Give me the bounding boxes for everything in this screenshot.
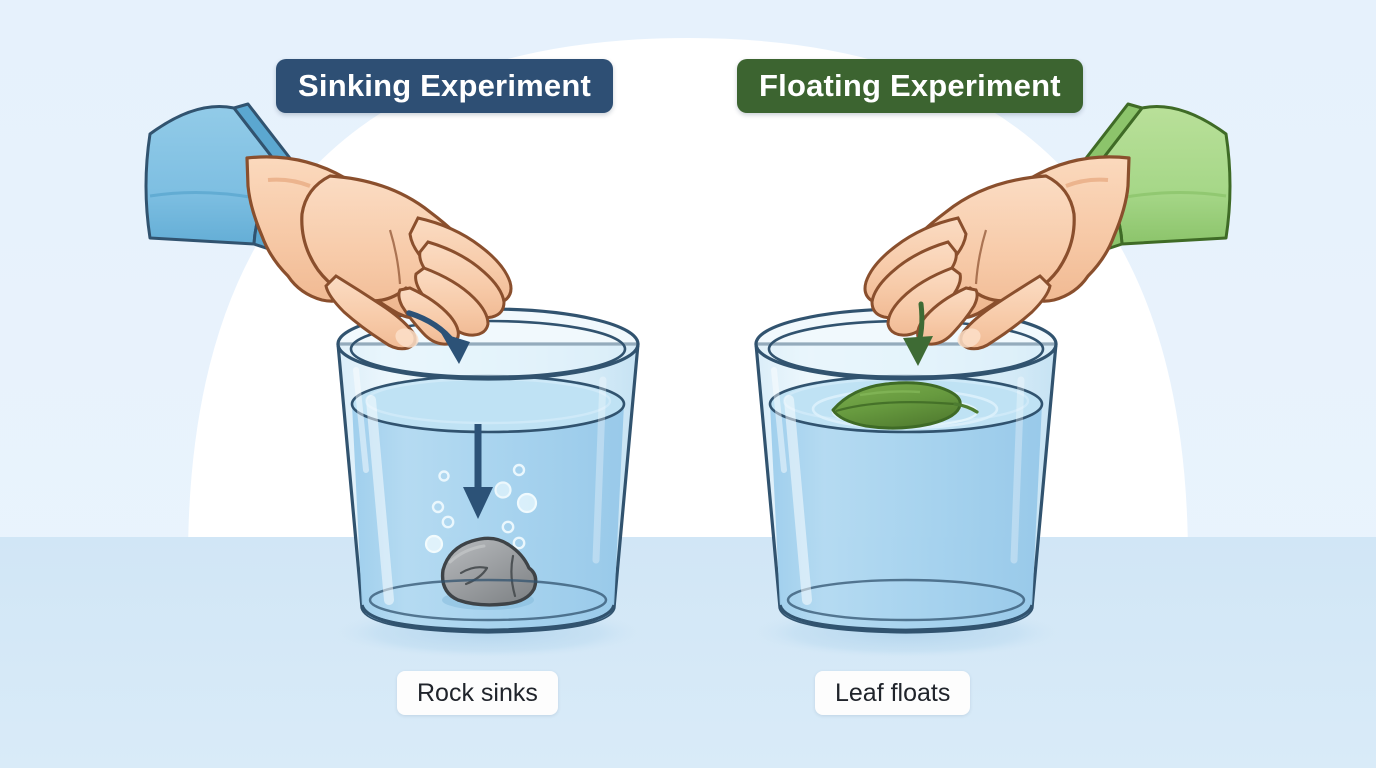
bubbles-left [424,463,538,554]
glass-right [754,307,1058,634]
panel-sinking [144,102,648,659]
caption-leaf-floats: Leaf floats [815,671,971,715]
underwater-arrow-icon [463,424,493,519]
entry-arrow-left-icon [406,310,470,364]
glass-left [336,307,640,634]
caption-leaf-label: Leaf floats [835,678,951,707]
badge-sinking-label: Sinking Experiment [298,68,591,103]
badge-sinking-experiment: Sinking Experiment [276,59,613,113]
caption-rock-sinks: Rock sinks [397,671,558,715]
entry-arrow-right-icon [903,301,933,366]
caption-rock-label: Rock sinks [417,678,538,707]
badge-floating-label: Floating Experiment [759,68,1061,103]
rock-icon [440,536,538,610]
badge-floating-experiment: Floating Experiment [737,59,1083,113]
leaf-icon [831,381,979,430]
panel-floating [746,102,1232,659]
hand-right [863,102,1232,351]
table-surface [0,537,1376,768]
